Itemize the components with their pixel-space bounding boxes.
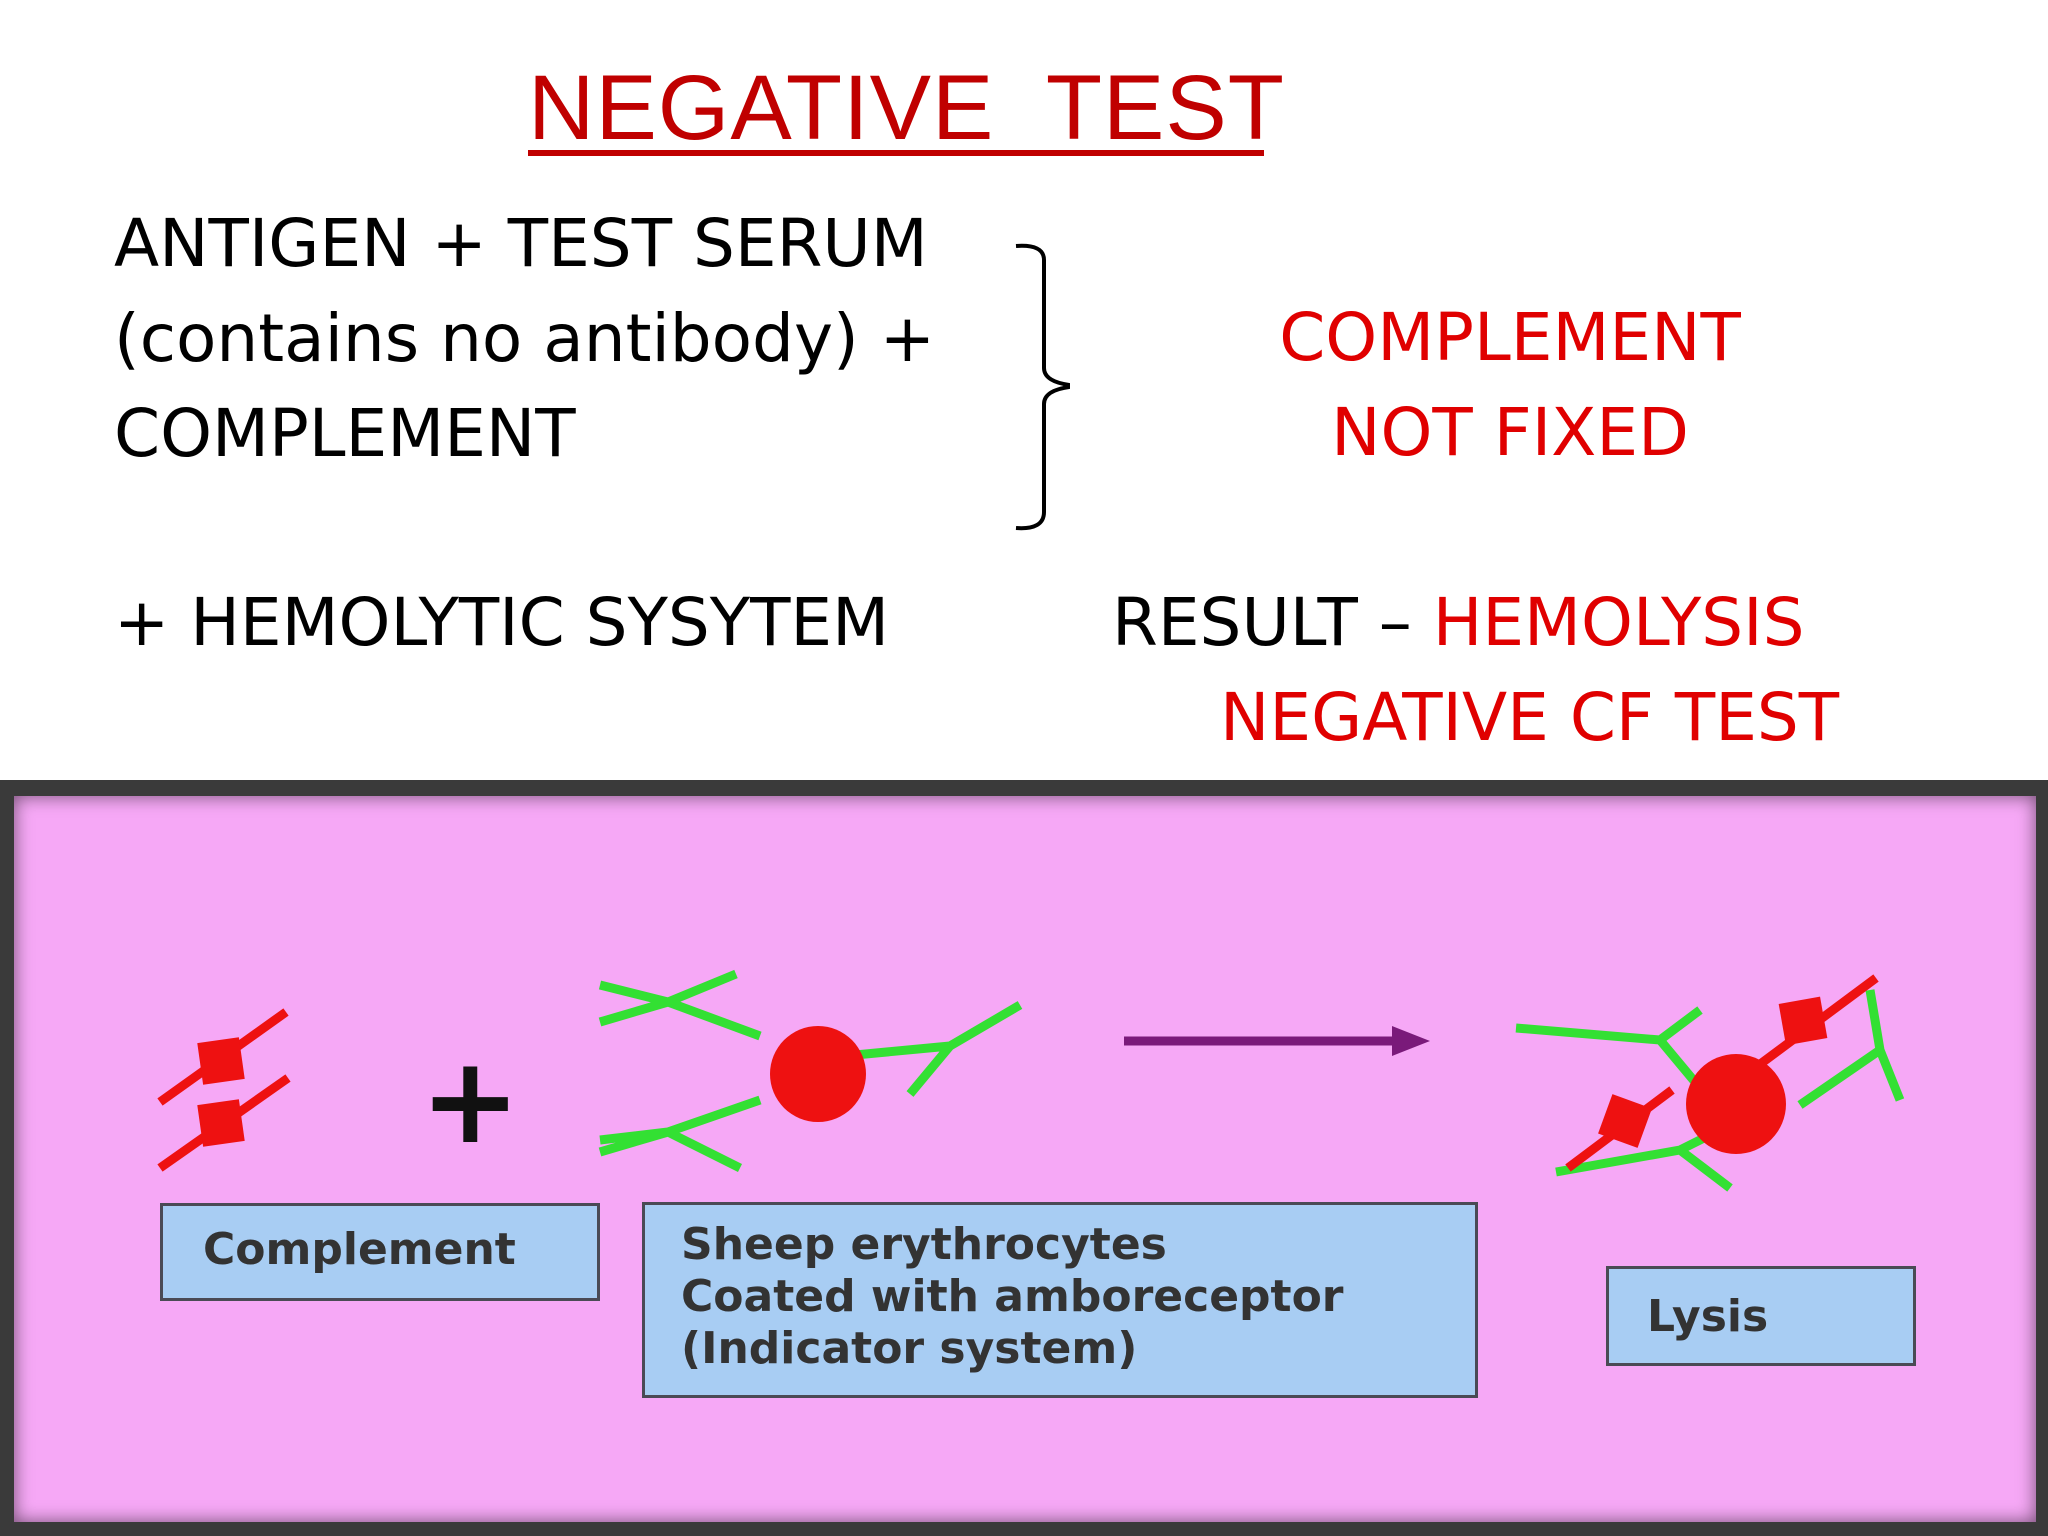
slide-title: NEGATIVE TEST [528, 57, 1285, 159]
result-value: HEMOLYSIS [1432, 584, 1805, 661]
reaction-line-complement: COMPLEMENT [114, 395, 576, 472]
title-underline [528, 150, 1264, 156]
sheep-erythrocyte-icon [598, 969, 1023, 1173]
result-prefix: RESULT – [1112, 584, 1433, 661]
outcome-text: COMPLEMENT NOT FIXED [1240, 290, 1780, 480]
reaction-components: ANTIGEN + TEST SERUM (contains no antibo… [114, 196, 935, 481]
reaction-arrow-icon [1124, 1026, 1430, 1056]
result-line: RESULT – HEMOLYSIS [1112, 575, 1805, 670]
complement-label-box: Complement [160, 1203, 600, 1301]
hemolytic-system-line: + HEMOLYTIC SYSYTEM [114, 584, 890, 661]
sheep-label-line: (Indicator system) [681, 1323, 1138, 1374]
complement-molecules-icon [157, 1008, 291, 1172]
sheep-erythrocytes-label-box: Sheep erythrocytes Coated with amborecep… [642, 1202, 1478, 1398]
outcome-line-not-fixed: NOT FIXED [1331, 394, 1689, 471]
reaction-line-antigen: ANTIGEN + TEST SERUM [114, 205, 928, 282]
sheep-label-line: Sheep erythrocytes [681, 1219, 1167, 1270]
lysis-label-box: Lysis [1606, 1266, 1916, 1366]
reaction-line-serum: (contains no antibody) + [114, 300, 936, 377]
right-curly-brace [1015, 243, 1070, 531]
result-conclusion: NEGATIVE CF TEST [1220, 679, 1840, 756]
lysis-result-icon [1515, 974, 1905, 1192]
plus-sign: + [420, 1032, 521, 1171]
sheep-label-line: Coated with amboreceptor [681, 1271, 1344, 1322]
outcome-line-complement: COMPLEMENT [1279, 299, 1741, 376]
